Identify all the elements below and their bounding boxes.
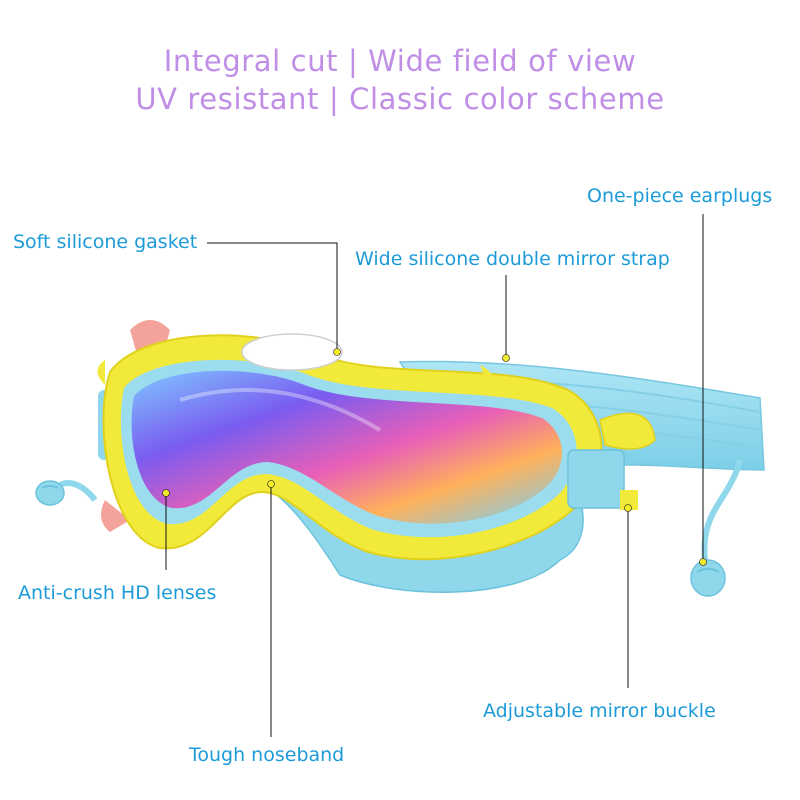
earplugs-marker <box>699 558 707 566</box>
gasket-leader <box>207 242 338 352</box>
callout-gasket-label: Soft silicone gasket <box>13 231 198 253</box>
strap-marker <box>502 354 510 362</box>
headline-line-1: Integral cut | Wide field of view <box>163 44 637 78</box>
callout-earplugs-label: One-piece earplugs <box>587 185 773 207</box>
hd-lens <box>131 370 563 524</box>
mirror-buckle <box>567 449 625 509</box>
callout-strap-label: Wide silicone double mirror strap <box>355 248 670 270</box>
callout-buckle-label: Adjustable mirror buckle <box>483 700 716 722</box>
buckle-marker <box>624 504 632 512</box>
callout-noseband-label: Tough noseband <box>189 744 345 766</box>
earplug-cord-right <box>701 459 743 561</box>
earplug-right-icon <box>690 559 726 597</box>
noseband-marker <box>267 480 275 488</box>
gasket-marker <box>333 348 341 356</box>
callout-lenses-label: Anti-crush HD lenses <box>18 582 217 604</box>
top-vent <box>241 333 343 371</box>
headline-line-2: UV resistant | Classic color scheme <box>135 82 665 116</box>
lenses-marker <box>162 489 170 497</box>
earplug-left-icon <box>35 480 65 506</box>
